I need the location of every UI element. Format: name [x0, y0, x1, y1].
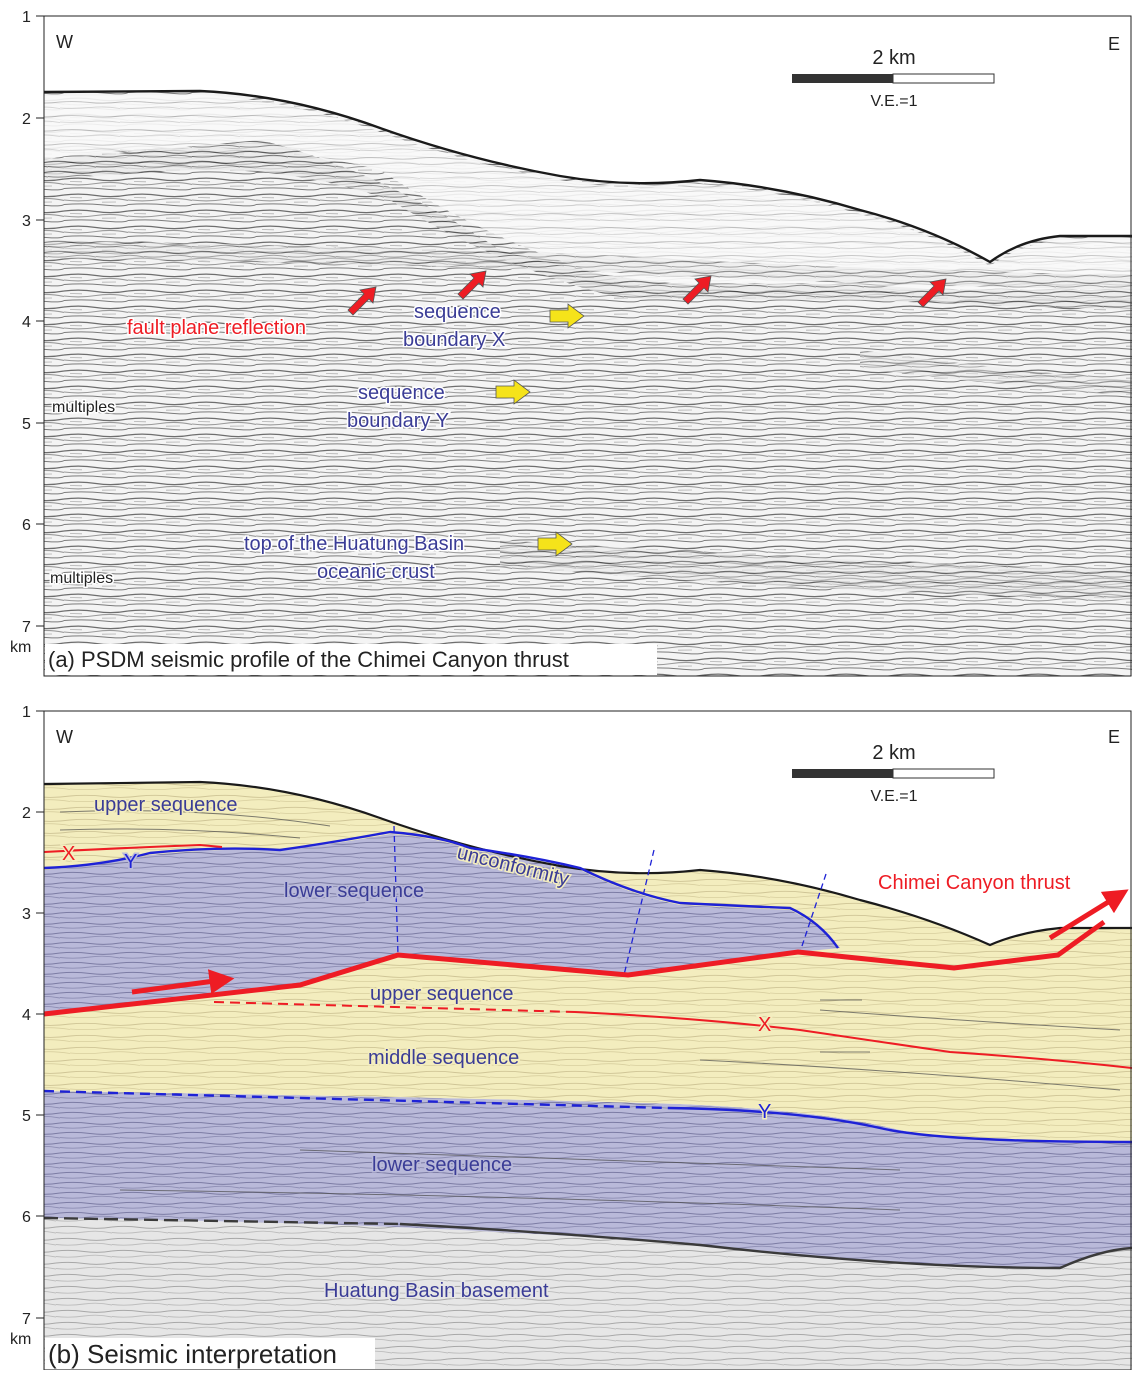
panel-a-ve-label: V.E.=1	[870, 93, 917, 110]
thrust-arrow-left	[131, 969, 235, 995]
panel-b-seafloor	[43, 780, 1132, 947]
panel-b-tick-2: 2	[22, 805, 31, 822]
panel-a-west: W	[56, 32, 73, 52]
panel-a-frame	[43, 15, 1132, 677]
panel-b-reflectors	[59, 810, 1121, 1211]
panel-b-tick-3: 3	[22, 906, 31, 923]
multiples-label-2: multiples	[50, 570, 113, 587]
panel-b-scale-bar: 2 km V.E.=1	[792, 742, 995, 805]
multiples-label-1: multiples	[52, 399, 115, 416]
panel-b-depth-unit: km	[10, 1331, 31, 1348]
seq-y-label-2: boundary Y	[347, 410, 449, 432]
yellow-arrow-icon	[537, 531, 573, 557]
panel-a-scale-label: 2 km	[872, 47, 915, 69]
fault-plane-label: fault plane reflection	[127, 317, 306, 339]
panel-a-strong-band-4	[500, 540, 1132, 600]
upper-sequence-mid-label: upper sequence	[370, 983, 513, 1005]
panel-a-tick-1: 1	[22, 9, 31, 26]
lower-sequence-upper-unit	[44, 834, 840, 1014]
top-huatung-label-1: top of the Huatung Basin	[244, 533, 464, 555]
x-line-upper	[43, 843, 223, 853]
x-marker-lower: X	[758, 1014, 771, 1036]
panel-a-strong-band-1	[44, 140, 1132, 310]
panel-a-tick-5: 5	[22, 416, 31, 433]
upper-sequence-top-label: upper sequence	[94, 794, 237, 816]
seq-x-label-2: boundary X	[403, 329, 505, 351]
panel-a-tick-7: 7	[22, 619, 31, 636]
panel-b-tick-7: 7	[22, 1311, 31, 1328]
red-arrow-icon	[917, 278, 947, 308]
seq-x-label-1: sequence	[414, 301, 501, 323]
panel-b-tick-5: 5	[22, 1108, 31, 1125]
basement-top	[399, 1222, 1132, 1270]
basement-unit	[44, 1218, 1132, 1370]
y-line-dashed	[43, 1089, 669, 1110]
panel-a-east: E	[1108, 34, 1120, 54]
panel-a-tick-4: 4	[22, 314, 31, 331]
panel-a-strong-band-2	[44, 240, 1132, 290]
thrust-label: Chimei Canyon thrust	[878, 872, 1071, 894]
top-huatung-label-2: oceanic crust	[317, 561, 435, 583]
panel-b-scale-label: 2 km	[872, 742, 915, 764]
red-arrow-icon	[457, 270, 487, 300]
y-marker-lower: Y	[758, 1101, 771, 1123]
thrust-arrow-right	[1048, 889, 1129, 941]
panel-b: 1 2 3 4 5 6 7 km W E 2 km V.E.=1 upper s…	[10, 704, 1132, 1371]
panel-a-depth-unit: km	[10, 639, 31, 656]
panel-b-caption-bg	[45, 1338, 375, 1369]
lower-sequence-bottom-label: lower sequence	[372, 1154, 512, 1176]
panel-b-caption: (b) Seismic interpretation	[48, 1339, 337, 1369]
panel-a-labels: fault plane reflection sequence boundary…	[49, 300, 507, 589]
middle-sequence-label: middle sequence	[368, 1047, 519, 1069]
panel-a: 1 2 3 4 5 6 7 km W E 2 km V.E.=1	[10, 9, 1132, 677]
panel-b-minor-faults	[393, 825, 827, 976]
panel-a-caption-bg	[45, 644, 657, 675]
panel-b-tick-6: 6	[22, 1209, 31, 1226]
chimei-canyon-thrust	[43, 919, 1106, 1017]
lower-sequence-top-label: lower sequence	[284, 880, 424, 902]
yellow-arrow-icon	[495, 379, 531, 405]
seq-y-label-1: sequence	[358, 382, 445, 404]
panel-a-scale-bar: 2 km V.E.=1	[792, 47, 995, 110]
basement-label: Huatung Basin basement	[324, 1280, 549, 1302]
panel-b-east: E	[1108, 727, 1120, 747]
panel-a-depth-axis: 1 2 3 4 5 6 7 km	[10, 9, 44, 656]
panel-a-tick-2: 2	[22, 111, 31, 128]
y-marker-upper: Y	[124, 851, 137, 873]
x-line-lower	[574, 1011, 1132, 1069]
panel-a-strong-band-3	[860, 350, 1132, 395]
red-arrow-icon	[682, 275, 712, 305]
panel-a-tick-6: 6	[22, 517, 31, 534]
panel-a-caption: (a) PSDM seismic profile of the Chimei C…	[48, 647, 569, 672]
panel-b-depth-axis: 1 2 3 4 5 6 7 km	[10, 704, 44, 1348]
panel-a-tick-3: 3	[22, 213, 31, 230]
unconformity-line	[43, 830, 839, 949]
panel-a-seafloor	[43, 89, 1132, 264]
panel-b-west: W	[56, 727, 73, 747]
y-line	[667, 1106, 1132, 1144]
yellow-arrow-icon	[549, 303, 585, 329]
panel-a-fault-arrows	[347, 270, 947, 316]
panel-a-boundary-arrows	[495, 303, 585, 557]
x-marker-upper: X	[62, 843, 75, 865]
panel-b-tick-4: 4	[22, 1007, 31, 1024]
red-arrow-icon	[347, 286, 377, 316]
panel-a-upper-sediments	[44, 95, 1132, 300]
panel-b-tick-1: 1	[22, 704, 31, 721]
panel-b-ve-label: V.E.=1	[870, 788, 917, 805]
x-line-lower-dashed	[213, 1001, 576, 1013]
